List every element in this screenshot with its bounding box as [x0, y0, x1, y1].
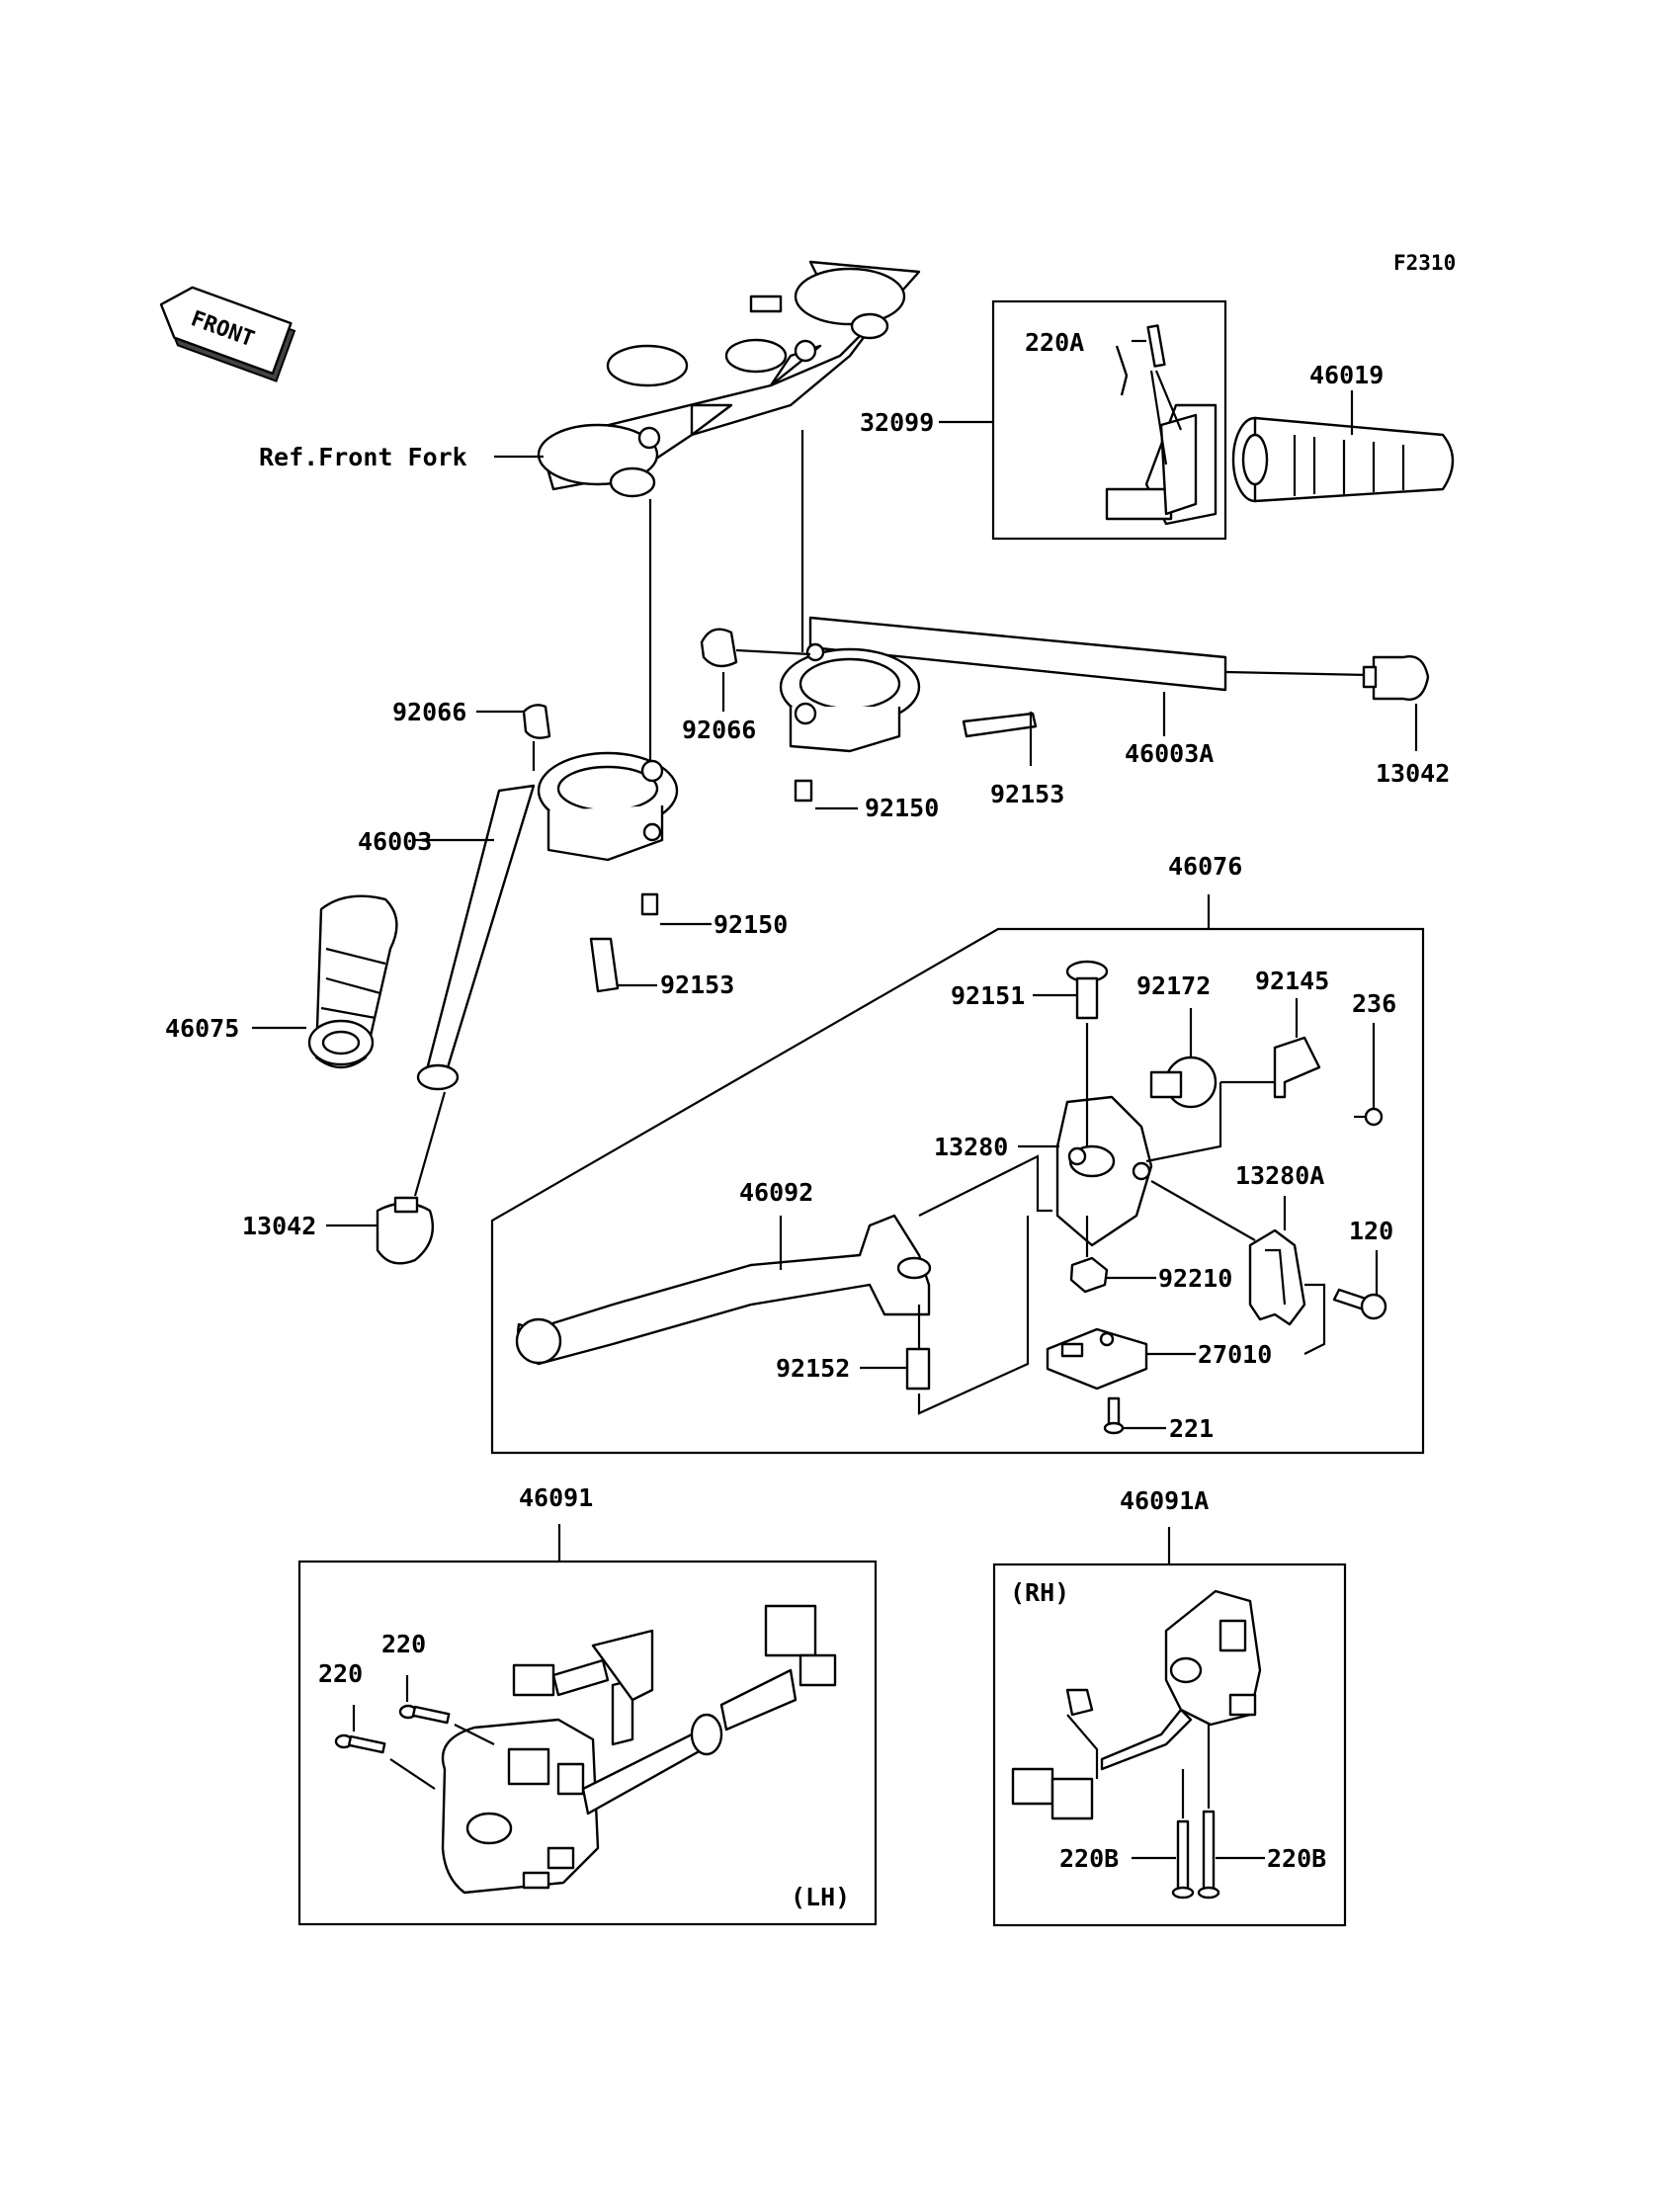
- part-label-92153-left: 92153: [660, 971, 734, 999]
- screw-220B-a: [1171, 1819, 1195, 1900]
- figure-code: F2310: [1393, 251, 1456, 275]
- part-label-92145: 92145: [1255, 967, 1329, 995]
- part-label-46003A: 46003A: [1125, 739, 1214, 768]
- lever-assembly-box: [490, 927, 1425, 1455]
- screw-220-b: [398, 1704, 451, 1725]
- part-label-236: 236: [1352, 989, 1396, 1018]
- left-switch-housing: [441, 1604, 837, 1895]
- part-label-220-a: 220: [318, 1659, 363, 1688]
- throttle-box: [991, 299, 1227, 541]
- pivot-bolt: [1065, 960, 1109, 1020]
- part-label-13280: 13280: [934, 1133, 1008, 1161]
- part-label-46076: 46076: [1168, 852, 1242, 881]
- screw-220-a: [334, 1733, 386, 1754]
- part-label-92066-left: 92066: [392, 698, 466, 726]
- bar-end-weight-left: [376, 1196, 435, 1265]
- retaining-clip: [1273, 1036, 1321, 1099]
- lever-holder: [1055, 1095, 1153, 1247]
- part-label-92151: 92151: [951, 981, 1025, 1010]
- throttle-grip-sleeve: [1105, 324, 1218, 526]
- bolt-120: [1332, 1288, 1387, 1320]
- adjuster-dial: [1149, 1056, 1218, 1109]
- left-handlebar: [416, 704, 679, 1091]
- left-grip: [307, 894, 398, 1069]
- clutch-switch: [1046, 1327, 1148, 1391]
- nut-92210: [1069, 1256, 1109, 1294]
- clutch-lever: [515, 1214, 932, 1366]
- triple-clamp: [537, 260, 921, 498]
- screw-236: [1364, 1107, 1384, 1127]
- part-label-46019: 46019: [1309, 361, 1384, 389]
- pivot-bushing: [905, 1347, 931, 1391]
- part-label-221: 221: [1169, 1414, 1214, 1443]
- part-label-13042-left: 13042: [242, 1212, 316, 1240]
- part-label-92150-left: 92150: [714, 910, 788, 939]
- right-grip: [1231, 416, 1455, 503]
- holder-cap: [1248, 1228, 1306, 1326]
- part-label-13042-right: 13042: [1376, 759, 1450, 788]
- rh-label: (RH): [1010, 1578, 1069, 1607]
- part-label-92172: 92172: [1136, 972, 1211, 1000]
- part-label-46091A: 46091A: [1120, 1486, 1209, 1515]
- lh-label: (LH): [791, 1883, 850, 1911]
- part-label-92153-right: 92153: [990, 780, 1064, 808]
- part-label-220B-b: 220B: [1267, 1844, 1326, 1873]
- front-arrow-icon: FRONT: [159, 286, 296, 382]
- right-handlebar: [700, 616, 1227, 803]
- part-label-92066-right: 92066: [682, 716, 756, 744]
- part-label-92152: 92152: [776, 1354, 850, 1383]
- screw-220B-b: [1197, 1810, 1220, 1900]
- part-label-27010: 27010: [1198, 1340, 1272, 1369]
- part-label-220B-a: 220B: [1059, 1844, 1119, 1873]
- part-label-92150-right: 92150: [865, 794, 939, 822]
- part-label-46003: 46003: [358, 827, 432, 856]
- part-label-32099: 32099: [860, 408, 934, 437]
- part-label-46075: 46075: [165, 1014, 239, 1043]
- part-label-92210: 92210: [1158, 1264, 1232, 1293]
- part-label-46091: 46091: [519, 1483, 593, 1512]
- screw-221: [1103, 1396, 1125, 1435]
- part-label-120: 120: [1349, 1217, 1393, 1245]
- left-switch-box: [297, 1560, 878, 1926]
- part-label-220A: 220A: [1025, 328, 1084, 357]
- part-label-46092: 46092: [739, 1178, 813, 1207]
- bar-end-weight-right: [1362, 655, 1430, 701]
- ref-front-fork-label: Ref.Front Fork: [259, 443, 467, 471]
- part-label-13280A: 13280A: [1235, 1161, 1324, 1190]
- part-label-220-b: 220: [381, 1630, 426, 1658]
- right-switch-housing: [1011, 1589, 1262, 1820]
